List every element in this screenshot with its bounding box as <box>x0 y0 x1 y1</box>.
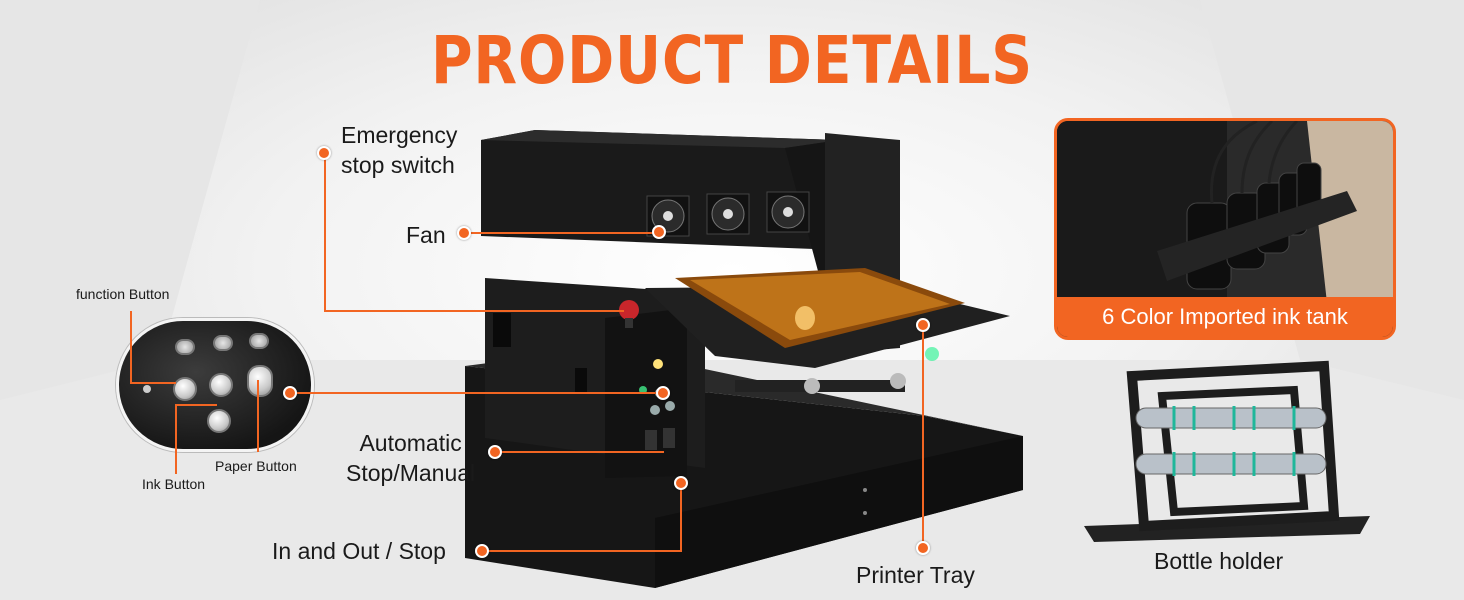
bottle-holder-caption: Bottle holder <box>1154 548 1284 574</box>
indicator-led <box>249 333 269 349</box>
fan-icon <box>646 191 810 237</box>
printer-tray-bottom-dot <box>916 541 930 555</box>
panel-light <box>143 385 151 393</box>
in-out-stop-line <box>482 550 682 552</box>
in-out-stop-line <box>680 484 682 552</box>
automatic-stop-line <box>494 451 664 453</box>
in-out-stop-label: In and Out / Stop <box>272 538 446 564</box>
emergency-stop-line <box>324 152 326 312</box>
uv-printer-image <box>465 130 1023 588</box>
panel-line <box>292 392 664 394</box>
panel-dot <box>283 386 297 400</box>
paper-icon[interactable] <box>247 365 273 397</box>
in-out-target-dot <box>674 476 688 490</box>
fan-label: Fan <box>406 222 446 248</box>
power-icon[interactable] <box>173 377 197 401</box>
emergency-stop-icon <box>619 300 639 328</box>
trash-icon[interactable] <box>207 409 231 433</box>
indicator-led <box>213 335 233 351</box>
function-button-label: function Button <box>76 286 170 302</box>
emergency-stop-line <box>324 310 624 312</box>
printer-tray-label: Printer Tray <box>856 562 975 588</box>
printer-tray-dot <box>916 318 930 332</box>
paper-button-line <box>257 380 259 452</box>
function-button-line <box>130 311 132 383</box>
emergency-stop-dot <box>317 146 331 160</box>
ink-tank-inset: 6 Color Imported ink tank <box>1054 118 1396 340</box>
paper-button-label: Paper Button <box>215 458 297 474</box>
ink-button-line <box>175 404 217 406</box>
fan-dot <box>457 226 471 240</box>
fan-target-dot <box>652 225 666 239</box>
automatic-stop-dot <box>488 445 502 459</box>
emergency-stop-label: Emergency stop switch <box>341 122 458 178</box>
ink-tank-caption: 6 Color Imported ink tank <box>1057 297 1393 337</box>
automatic-stop-label: Automatic Stop/Manual <box>346 430 476 486</box>
panel-target-dot <box>656 386 670 400</box>
ink-button-line <box>175 404 177 474</box>
function-button-line <box>130 382 176 384</box>
bottle-holder-image <box>1084 360 1370 542</box>
ink-button-label: Ink Button <box>142 476 206 492</box>
in-out-stop-dot <box>475 544 489 558</box>
button-panel-closeup <box>116 318 314 452</box>
ink-drop-icon[interactable] <box>209 373 233 397</box>
printer-tray-line <box>922 326 924 548</box>
page-title: PRODUCT DETAILS <box>430 22 1034 99</box>
fan-line <box>470 232 660 234</box>
indicator-led <box>175 339 195 355</box>
